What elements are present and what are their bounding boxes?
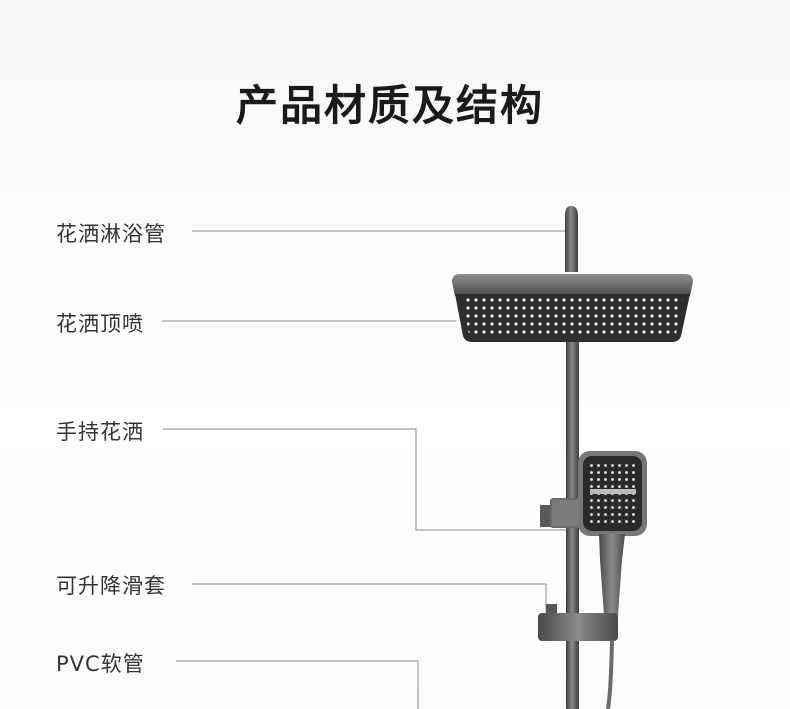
gooseneck-pipe: [565, 206, 578, 272]
label-pvc-hose: PVC软管: [56, 652, 145, 676]
hand-shower: [578, 451, 647, 615]
leader-lines: [162, 230, 566, 709]
page-title: 产品材质及结构: [235, 81, 544, 130]
overhead-shower-head: [452, 274, 693, 342]
leader-line-pvc-hose: [176, 660, 419, 709]
leader-line-slide-bar: [192, 583, 547, 612]
slide-bar-holder: [538, 604, 618, 641]
label-slide-bar: 可升降滑套: [56, 574, 166, 598]
label-top-shower: 花洒顶喷: [56, 312, 144, 336]
pvc-hose: [606, 639, 614, 709]
label-hand-shower: 手持花洒: [56, 420, 144, 444]
leader-line-hand-shower: [163, 428, 566, 531]
hand-shower-bracket: [540, 498, 585, 528]
label-shower-pipe: 花洒淋浴管: [56, 222, 166, 246]
